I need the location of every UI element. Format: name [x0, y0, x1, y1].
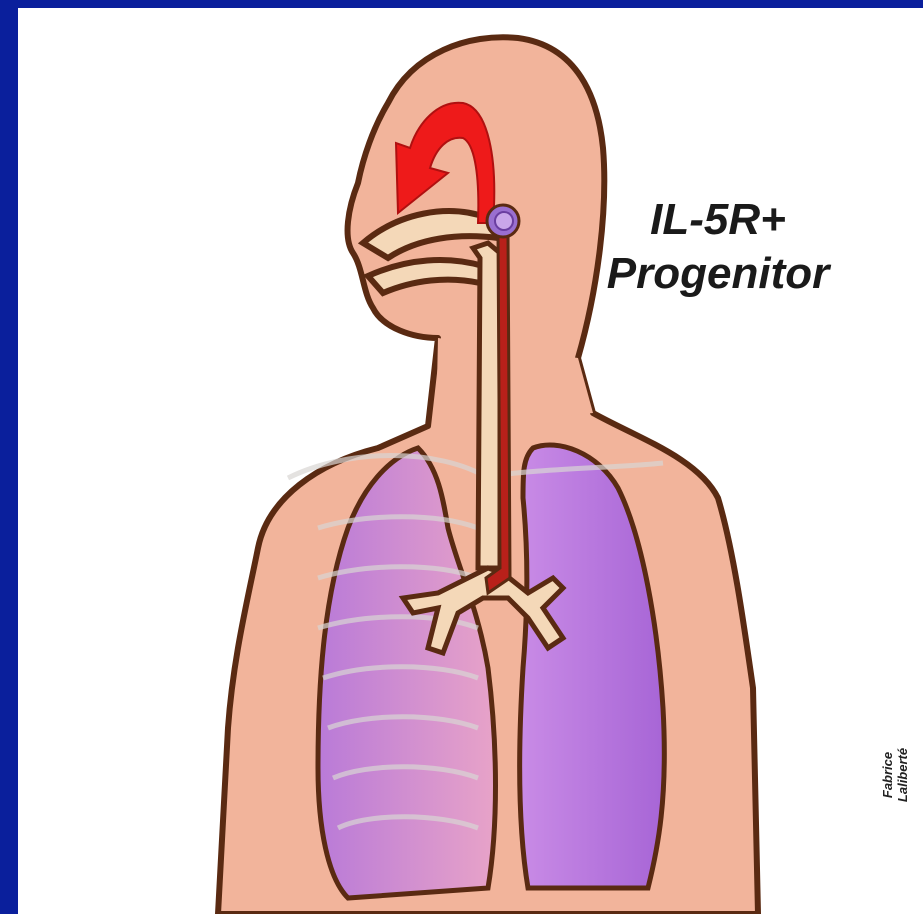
- progenitor-cell: [487, 205, 519, 237]
- illustration-canvas: IL-5R+ Progenitor Fabrice Laliberté: [18, 8, 923, 914]
- credit-line-1: Fabrice: [880, 730, 895, 820]
- credit-line-2: Laliberté: [895, 730, 910, 820]
- anatomy-illustration: [18, 8, 923, 914]
- label-line-2: Progenitor: [588, 247, 848, 301]
- artist-credit: Fabrice Laliberté: [880, 730, 920, 820]
- cell-label: IL-5R+ Progenitor: [588, 193, 848, 301]
- label-line-1: IL-5R+: [588, 193, 848, 247]
